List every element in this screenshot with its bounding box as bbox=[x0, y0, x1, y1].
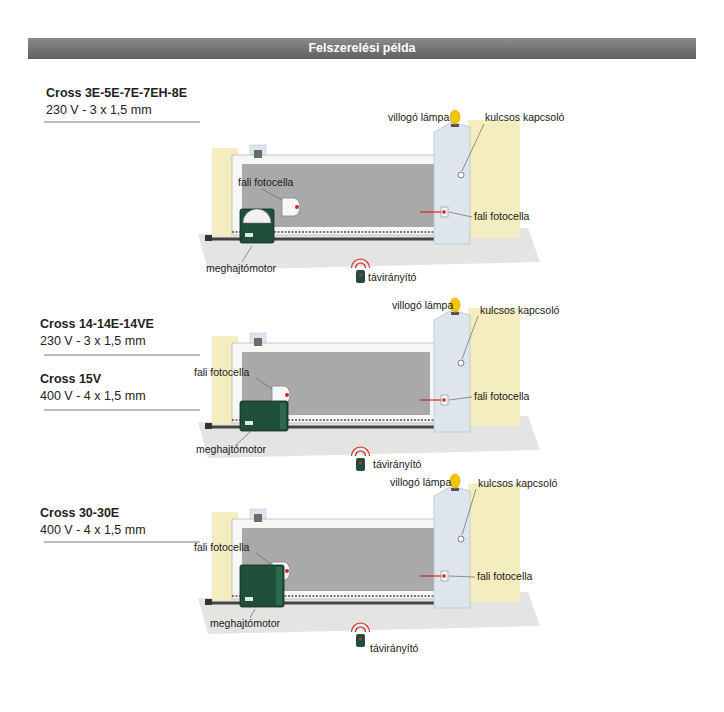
leader-line bbox=[250, 609, 255, 618]
right-wall bbox=[468, 308, 520, 426]
radio-wave bbox=[352, 447, 370, 456]
right-wall bbox=[468, 484, 520, 602]
part-label: villogó lámpa bbox=[390, 476, 451, 489]
photocell-lens bbox=[285, 393, 289, 397]
photocell-lens bbox=[442, 398, 446, 402]
gate-guide bbox=[254, 338, 262, 346]
lamp-base bbox=[451, 488, 459, 491]
part-label: meghajtómotor bbox=[196, 443, 266, 456]
gate-guide bbox=[254, 150, 262, 158]
photocell-lens bbox=[442, 210, 446, 214]
light-beam bbox=[420, 575, 441, 576]
part-label: fali fotocella bbox=[474, 210, 529, 223]
remote-button bbox=[359, 461, 362, 464]
lamp-base bbox=[451, 124, 459, 127]
photocell-lens bbox=[295, 205, 299, 209]
part-label: kulcsos kapcsoló bbox=[480, 304, 559, 317]
part-label: fali fotocella bbox=[474, 390, 529, 403]
light-beam bbox=[420, 211, 441, 212]
title: Felszerelési példa bbox=[0, 40, 724, 56]
photocell bbox=[282, 198, 300, 216]
part-label: villogó lámpa bbox=[388, 111, 449, 124]
motor-cover bbox=[243, 209, 271, 223]
gate-frame bbox=[232, 155, 455, 235]
radio-wave bbox=[356, 451, 366, 456]
model-name: Cross 15V bbox=[40, 372, 101, 387]
remote-control bbox=[356, 458, 365, 471]
installation-example bbox=[198, 110, 540, 283]
part-label: villogó lámpa bbox=[392, 299, 453, 312]
key-switch bbox=[458, 172, 464, 178]
key-switch bbox=[458, 536, 464, 542]
gate-post bbox=[434, 122, 470, 244]
rail-stop bbox=[205, 599, 212, 605]
remote-control bbox=[356, 270, 365, 283]
supply-spec: 400 V - 4 x 1,5 mm bbox=[40, 389, 146, 404]
photocell-lens bbox=[285, 569, 289, 573]
radio-wave bbox=[352, 623, 370, 632]
underline-rule bbox=[44, 122, 200, 123]
leader-line bbox=[242, 246, 252, 262]
leader-line bbox=[449, 397, 472, 400]
leader-line bbox=[262, 189, 282, 200]
motor-housing bbox=[240, 401, 288, 431]
remote-control bbox=[356, 634, 365, 647]
remote-button bbox=[359, 273, 362, 276]
motor-side bbox=[276, 567, 282, 605]
gate-post bbox=[434, 486, 470, 608]
leader-line bbox=[462, 316, 478, 359]
underline-rule bbox=[44, 355, 200, 356]
supply-spec: 230 V - 3 x 1,5 mm bbox=[40, 334, 146, 349]
radio-wave bbox=[356, 263, 366, 268]
part-label: fali fotocella bbox=[238, 176, 293, 189]
part-label: kulcsos kapcsoló bbox=[478, 477, 557, 490]
gate-guide bbox=[254, 514, 262, 522]
leader-line bbox=[256, 553, 272, 565]
leader-line bbox=[462, 124, 484, 171]
key-switch bbox=[458, 360, 464, 366]
supply-spec: 400 V - 4 x 1,5 mm bbox=[40, 523, 146, 538]
part-label: távirányító bbox=[368, 271, 416, 284]
motor-housing bbox=[240, 565, 284, 607]
photocell-lens bbox=[442, 574, 446, 578]
leader-line bbox=[256, 378, 272, 389]
flashing-lamp bbox=[450, 474, 460, 488]
part-label: távirányító bbox=[370, 642, 418, 655]
part-label: meghajtómotor bbox=[206, 262, 276, 275]
gate-post bbox=[434, 310, 470, 432]
motor-housing bbox=[240, 209, 274, 243]
part-label: kulcsos kapcsoló bbox=[485, 111, 564, 124]
motor-side bbox=[280, 403, 286, 429]
motor-badge bbox=[245, 597, 253, 601]
part-label: meghajtómotor bbox=[210, 617, 280, 630]
underline-rule bbox=[44, 542, 200, 543]
part-label: távirányító bbox=[373, 458, 421, 471]
motor-badge bbox=[245, 233, 253, 237]
leader-line bbox=[462, 489, 476, 535]
leader-line bbox=[449, 576, 475, 577]
underline-rule bbox=[44, 410, 200, 411]
model-name: Cross 3E-5E-7E-7EH-8E bbox=[46, 86, 187, 101]
photocell bbox=[441, 395, 448, 405]
rail-stop bbox=[205, 423, 212, 429]
lamp-base bbox=[451, 312, 459, 315]
leader-line bbox=[449, 212, 472, 217]
installation-example bbox=[198, 474, 540, 647]
model-name: Cross 14-14E-14VE bbox=[40, 317, 154, 332]
supply-spec: 230 V - 3 x 1,5 mm bbox=[46, 103, 152, 118]
photocell bbox=[441, 207, 448, 217]
remote-button bbox=[359, 637, 362, 640]
photocell bbox=[441, 571, 448, 581]
light-beam bbox=[420, 399, 441, 400]
rail-stop bbox=[205, 235, 212, 241]
radio-wave bbox=[356, 627, 366, 632]
radio-wave bbox=[352, 259, 370, 268]
part-label: fali fotocella bbox=[477, 570, 532, 583]
motor-badge bbox=[245, 421, 253, 425]
flashing-lamp bbox=[450, 110, 460, 124]
part-label: fali fotocella bbox=[194, 366, 249, 379]
model-name: Cross 30-30E bbox=[40, 506, 119, 521]
part-label: fali fotocella bbox=[194, 541, 249, 554]
